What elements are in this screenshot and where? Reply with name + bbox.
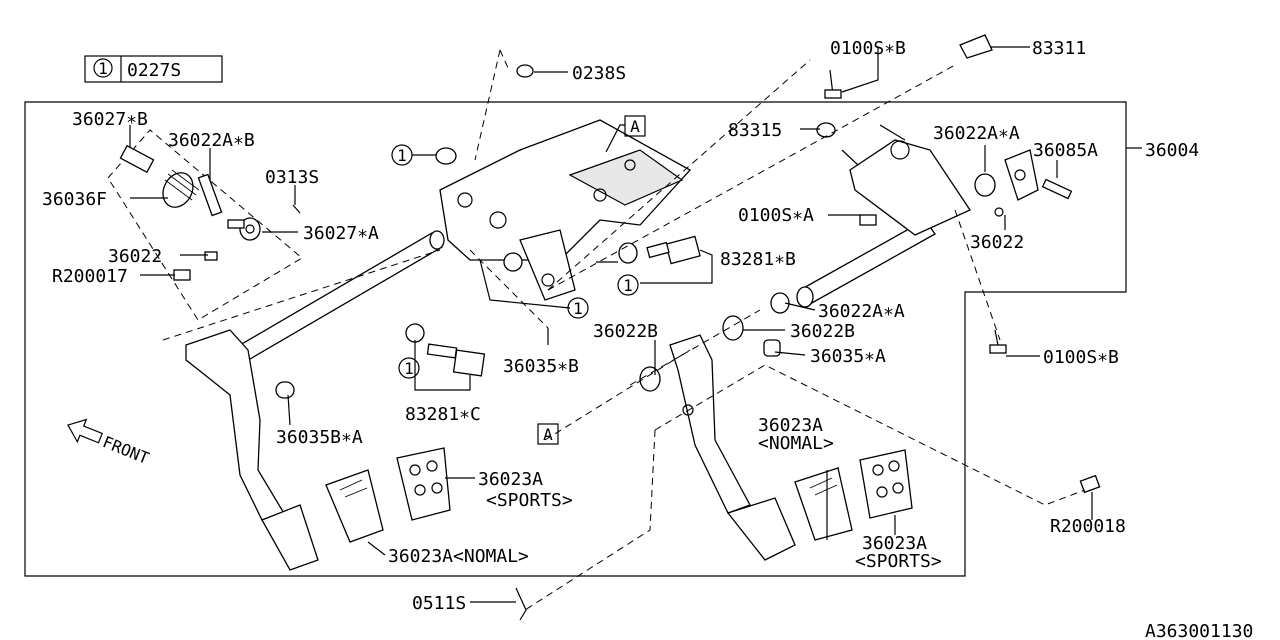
label-83281-b: 83281∗B [720,249,796,270]
label-83315: 83315 [728,120,782,141]
svg-text:1: 1 [623,276,633,295]
pedal-pads-right [794,449,913,541]
label-36023a-sports-right: 36023A [862,533,927,554]
label-36022-left: 36022 [108,246,162,267]
label-36035-a: 36035∗A [810,346,886,367]
marker-1-switch-b: 1 [617,274,639,296]
label-36023a-sports-right-sub: <SPORTS> [855,551,942,572]
label-36027-a: 36027∗A [303,223,379,244]
brake-pedal [669,334,796,561]
label-36004: 36004 [1145,140,1199,161]
label-36023a-nomal-right: 36023A [758,415,823,436]
label-0313s: 0313S [265,167,319,188]
label-36035b-a: 36035B∗A [276,427,363,448]
pedal-bracket [435,64,692,301]
clutch-pedal [185,329,319,571]
label-36023a-sports-left-sub: <SPORTS> [486,490,573,511]
label-36022a-b: 36022A∗B [168,130,255,151]
ref-a-top: A [624,115,646,137]
label-0238s: 0238S [572,63,626,84]
label-36023a-nomal-left: 36023A<NOMAL> [388,546,529,567]
svg-text:1: 1 [397,146,407,165]
marker-1-center: 1 [567,297,589,319]
brake-shaft [639,219,936,392]
label-r200017: R200017 [52,266,128,287]
pedal-pads-left [325,447,451,543]
label-0100s-b-right: 0100S∗B [1043,347,1119,368]
ref-a-bottom: A [537,423,559,445]
svg-text:1: 1 [404,359,414,378]
clutch-shaft [227,230,445,367]
label-r200018: R200018 [1050,516,1126,537]
svg-text:A: A [630,117,640,136]
leader-lines [129,46,1142,603]
label-36022-right: 36022 [970,232,1024,253]
upper-right-bracket [841,124,1073,236]
label-36036f: 36036F [42,189,107,210]
switch-83281b [646,235,701,265]
label-36027-b: 36027∗B [72,109,148,130]
label-83281-c: 83281∗C [405,404,481,425]
label-0511s: 0511S [412,593,466,614]
svg-text:1: 1 [573,299,583,318]
label-36022b-right: 36022B [790,321,855,342]
label-36035-b: 36035∗B [503,356,579,377]
legend-marker: 1 [98,59,108,78]
label-0100s-a: 0100S∗A [738,205,814,226]
label-0100s-b-top: 0100S∗B [830,38,906,59]
label-36022b-left: 36022B [593,321,658,342]
legend-part: 0227S [127,60,181,81]
bolts [515,34,1101,621]
front-arrow: FRONT [67,418,152,468]
assembly-frame [24,101,1127,577]
label-36085a: 36085A [1033,140,1098,161]
switch-83281c [405,323,486,377]
legend-box: 1 0227S [84,55,223,83]
label-36023a-nomal-right-sub: <NOMAL> [758,433,834,454]
clutch-parts-group [107,129,303,321]
svg-text:A: A [543,425,553,444]
label-36022a-a-top: 36022A∗A [933,123,1020,144]
diagram-id: A363001130 [1145,621,1253,640]
front-label: FRONT [100,432,152,468]
marker-1-top: 1 [391,144,413,166]
callout-labels: 0238S 0100S∗B 83311 83315 36022A∗A 36085… [42,38,1253,640]
marker-1-switch-c: 1 [398,357,420,379]
label-36023a-sports-left: 36023A [478,469,543,490]
label-36022a-a-mid: 36022A∗A [818,301,905,322]
label-83311: 83311 [1032,38,1086,59]
